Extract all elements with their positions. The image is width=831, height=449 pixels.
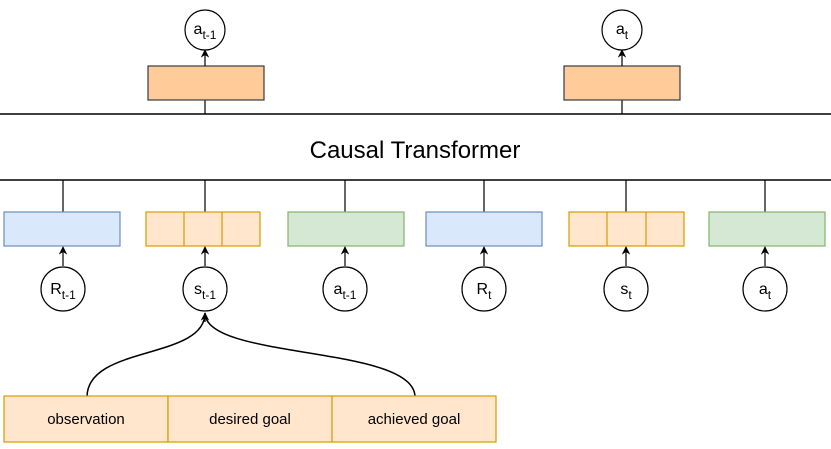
output-label-base: a <box>616 21 625 38</box>
state-brace <box>86 312 416 398</box>
svg-text:at-1: at-1 <box>334 281 357 302</box>
output-token-group-2: at <box>563 9 681 114</box>
output-action-node <box>184 9 226 51</box>
input-label-base: s <box>620 281 628 298</box>
svg-text:at: at <box>759 281 772 302</box>
input-token-action-t: at <box>708 180 826 312</box>
input-label-base: R <box>50 281 62 298</box>
output-label-base: a <box>194 21 203 38</box>
desired-goal-box <box>167 395 333 443</box>
observation-label: observation <box>47 411 125 428</box>
return-node <box>461 266 507 312</box>
input-token-return-t-1: Rt-1 <box>3 180 121 312</box>
desired-goal-label: desired goal <box>209 411 291 428</box>
input-label-base: R <box>477 281 489 298</box>
output-embedding-box <box>563 65 681 101</box>
state-embedding-box <box>145 211 261 247</box>
output-token-group-1: at-1 <box>147 9 265 114</box>
return-node <box>40 266 86 312</box>
svg-text:st: st <box>620 281 632 302</box>
return-embedding-box <box>3 211 121 247</box>
output-label-sub: t-1 <box>202 28 216 42</box>
input-token-state-t: st <box>568 180 685 312</box>
svg-text:Rt-1: Rt-1 <box>50 281 76 302</box>
input-label-sub: t <box>628 288 632 302</box>
input-label-sub: t-1 <box>202 288 216 302</box>
action-embedding-box <box>708 211 826 247</box>
state-node <box>603 266 649 312</box>
input-label-sub: t <box>768 288 772 302</box>
input-label-base: a <box>334 281 343 298</box>
output-embedding-box <box>147 65 265 101</box>
return-embedding-box <box>425 211 543 247</box>
input-token-state-t-1: st-1 <box>145 180 261 312</box>
svg-text:Rt: Rt <box>477 281 493 302</box>
achieved-goal-label: achieved goal <box>368 411 461 428</box>
svg-text:at-1: at-1 <box>194 21 217 42</box>
input-label-sub: t <box>488 288 492 302</box>
input-label-sub: t-1 <box>62 288 76 302</box>
state-components: observation desired goal achieved goal <box>3 395 497 443</box>
state-node <box>182 266 228 312</box>
svg-text:at: at <box>616 21 629 42</box>
input-label-base: a <box>759 281 768 298</box>
output-action-node <box>601 9 643 51</box>
input-token-action-t-1: at-1 <box>287 180 405 312</box>
observation-box <box>3 395 169 443</box>
svg-text:st-1: st-1 <box>194 281 216 302</box>
output-label-sub: t <box>625 28 629 42</box>
action-node <box>322 266 368 312</box>
input-token-return-t: Rt <box>425 180 543 312</box>
action-embedding-box <box>287 211 405 247</box>
state-embedding-box <box>568 211 685 247</box>
action-node <box>742 266 788 312</box>
achieved-goal-box <box>331 395 497 443</box>
input-label-base: s <box>194 281 202 298</box>
input-label-sub: t-1 <box>342 288 356 302</box>
transformer-title: Causal Transformer <box>310 137 521 164</box>
